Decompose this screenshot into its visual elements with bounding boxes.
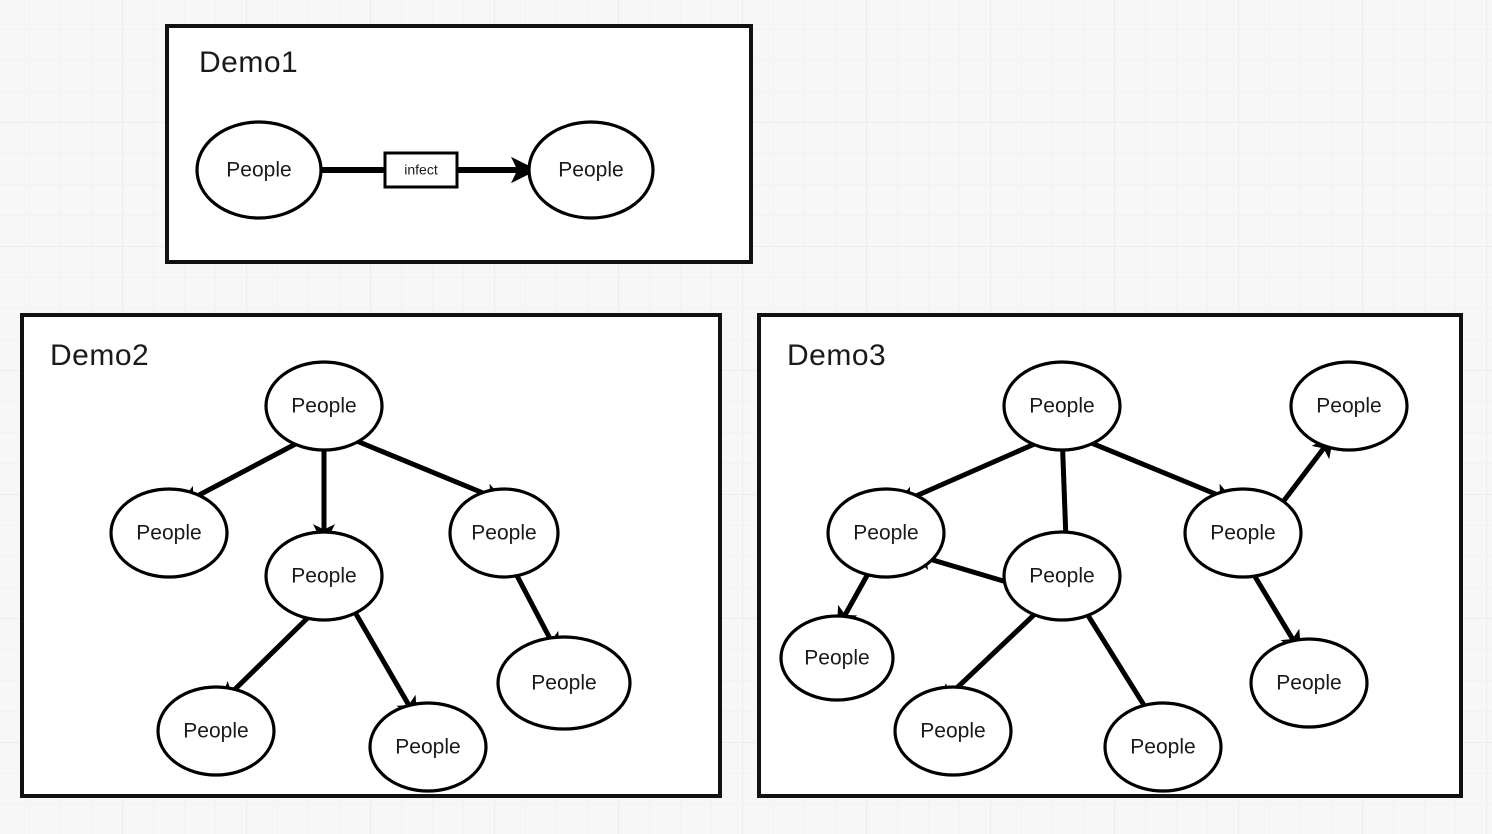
edge-d3top-to-d3right <box>1071 432 1236 505</box>
node-label: People <box>1276 672 1341 695</box>
node-label: People <box>1029 565 1094 588</box>
node-label: People <box>853 522 918 545</box>
edge-d3br-to-d3center <box>1075 595 1155 720</box>
node-d3right[interactable]: People <box>1183 487 1303 579</box>
node-d3topr[interactable]: People <box>1289 360 1409 452</box>
node-label: People <box>1029 395 1094 418</box>
node-label: People <box>291 395 356 418</box>
node-d2left[interactable]: People <box>109 487 229 579</box>
node-label: People <box>920 720 985 743</box>
node-label: People <box>558 159 623 182</box>
node-label: People <box>291 565 356 588</box>
edge-d3right-to-d3rr <box>1248 568 1302 654</box>
node-d3bm[interactable]: People <box>893 685 1013 777</box>
node-d2rr[interactable]: People <box>496 635 632 731</box>
node-d1n1[interactable]: People <box>195 120 323 220</box>
node-label: People <box>183 720 248 743</box>
node-label: People <box>395 736 460 759</box>
node-label: People <box>1130 736 1195 759</box>
node-label: People <box>226 159 291 182</box>
panel-title-demo2: Demo2 <box>50 339 150 372</box>
edge-d3top-to-d3left <box>894 432 1057 507</box>
node-d2mid[interactable]: People <box>264 530 384 622</box>
node-d2right[interactable]: People <box>448 487 560 579</box>
edge-d2mid-to-d2lr <box>342 593 418 720</box>
panel-title-demo1: Demo1 <box>199 46 299 79</box>
node-d3rr[interactable]: People <box>1249 637 1369 729</box>
node-d3center[interactable]: People <box>1002 530 1122 622</box>
node-label: People <box>531 672 596 695</box>
node-d2root[interactable]: People <box>264 360 384 452</box>
panel-title-demo3: Demo3 <box>787 339 887 372</box>
edge-label-text: infect <box>404 162 438 178</box>
node-d2ll[interactable]: People <box>156 685 276 777</box>
node-label: People <box>1316 395 1381 418</box>
node-d1n2[interactable]: People <box>527 120 655 220</box>
node-label: People <box>804 647 869 670</box>
node-d3bl[interactable]: People <box>779 614 895 702</box>
node-d3br[interactable]: People <box>1103 701 1223 793</box>
node-d2lr[interactable]: People <box>368 701 488 793</box>
node-d3top[interactable]: People <box>1002 360 1122 452</box>
edge-label-d1-infect[interactable]: infect <box>383 151 459 189</box>
node-label: People <box>1210 522 1275 545</box>
node-label: People <box>471 522 536 545</box>
node-d3left[interactable]: People <box>826 487 946 579</box>
node-label: People <box>136 522 201 545</box>
